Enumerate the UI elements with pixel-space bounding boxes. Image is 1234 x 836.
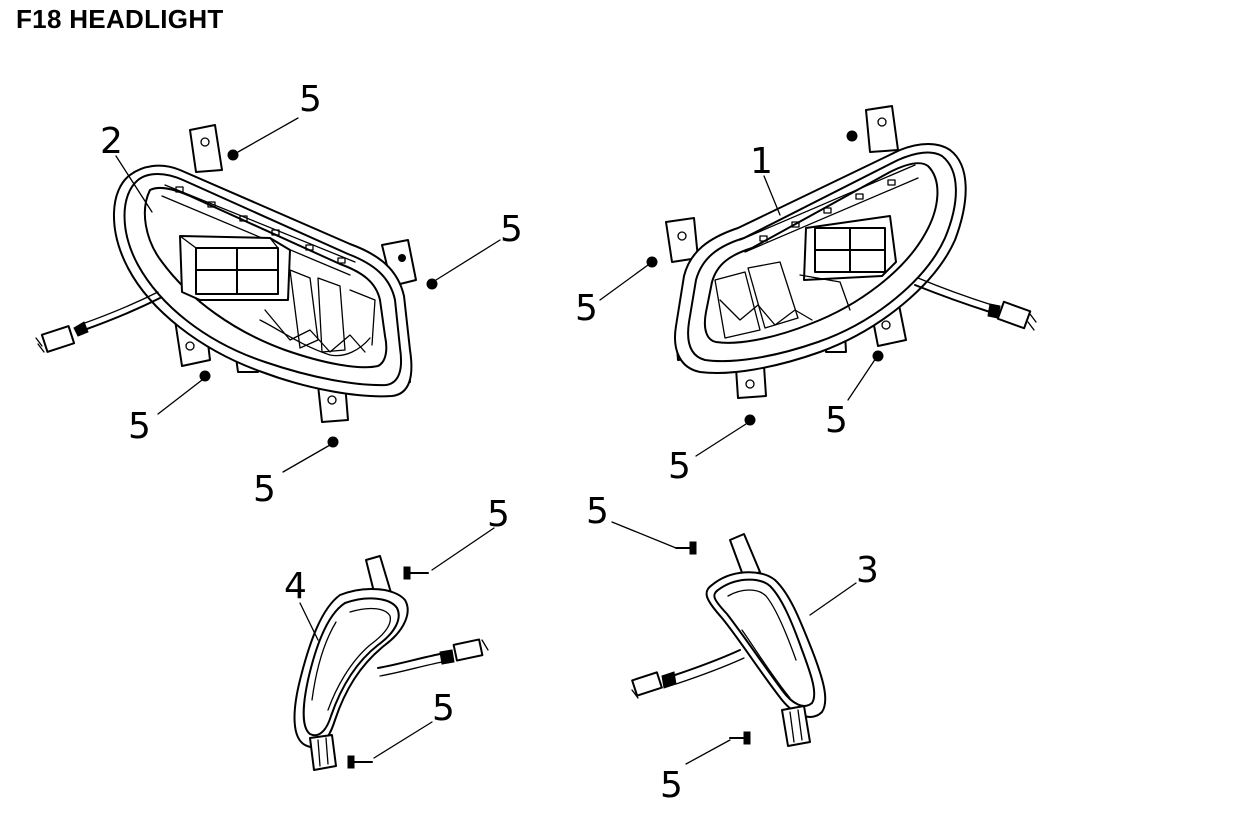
led-strip-dots-left	[175, 186, 346, 264]
screw-5k	[675, 541, 697, 555]
callout-5j: 5	[432, 688, 455, 729]
callout-5b: 5	[500, 209, 523, 250]
nut-5a	[227, 149, 239, 161]
screw-5i	[403, 566, 429, 580]
headlight-right-part-1[interactable]	[665, 105, 1037, 399]
callout-5a: 5	[299, 79, 322, 120]
turn-signal-left-part-4[interactable]	[293, 555, 489, 771]
page-title: F18 HEADLIGHT	[16, 4, 224, 34]
turn-signal-right-part-3[interactable]	[631, 533, 827, 747]
nut-5e	[846, 130, 858, 142]
wire-connector-part-4	[439, 638, 489, 665]
callout-5f: 5	[825, 400, 848, 441]
callout-5h: 5	[487, 494, 510, 535]
led-strip-dots-right	[759, 179, 896, 242]
callout-3: 3	[856, 550, 879, 591]
callout-2: 2	[100, 121, 123, 162]
screw-5l	[729, 731, 751, 745]
wire-connector-part-3	[631, 671, 677, 699]
leader-lines	[115, 117, 877, 765]
nut-5d	[327, 436, 339, 448]
nut-5h	[744, 414, 756, 426]
callout-5e: 5	[575, 288, 598, 329]
callout-1: 1	[750, 141, 773, 182]
callout-4: 4	[284, 566, 307, 607]
wire-connector-right	[987, 300, 1037, 331]
nut-5b	[426, 278, 438, 290]
callout-5g: 5	[668, 446, 691, 487]
headlight-left-part-2[interactable]	[35, 124, 417, 423]
nut-5f	[646, 256, 658, 268]
callout-5k: 5	[660, 765, 683, 806]
screw-5j	[347, 755, 373, 769]
callout-5c: 5	[128, 406, 151, 447]
callout-5i: 5	[586, 491, 609, 532]
wire-connector-left	[35, 321, 89, 353]
nut-5c	[199, 370, 211, 382]
callout-5d: 5	[253, 469, 276, 510]
